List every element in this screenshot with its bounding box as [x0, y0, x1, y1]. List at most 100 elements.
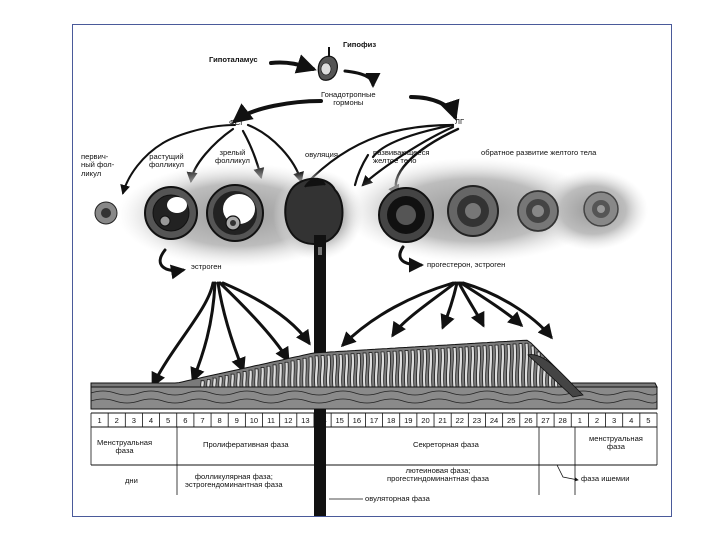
- endometrial-gland: [512, 343, 517, 388]
- day-number: 19: [404, 416, 413, 425]
- endometrial-gland: [338, 354, 343, 388]
- endometrial-gland: [458, 346, 463, 388]
- day-number: 3: [131, 416, 136, 425]
- day-number: 21: [438, 416, 447, 425]
- endometrium: [90, 339, 658, 410]
- day-number: 16: [352, 416, 362, 425]
- endometrial-gland: [356, 353, 361, 388]
- corpus-luteum-stage-2: [447, 185, 499, 237]
- corpus-luteum-stage-3: [517, 190, 559, 232]
- day-number: 27: [541, 416, 550, 425]
- endometrial-gland: [211, 377, 218, 388]
- day-number: 15: [335, 416, 344, 425]
- day-number: 5: [166, 416, 171, 425]
- endometrial-gland: [320, 355, 325, 388]
- growing-follicle-label: растущий фолликул: [149, 152, 184, 170]
- endometrial-gland: [332, 354, 337, 388]
- lh-label: ЛГ: [455, 117, 465, 126]
- primary-follicle-label: первич- ный фол- ликул: [81, 152, 115, 178]
- day-number: 1: [97, 416, 102, 425]
- endometrial-gland: [434, 348, 439, 388]
- luteal-phase-label: лютеиновая фаза; прогестиндоминантная фа…: [387, 466, 490, 484]
- endometrial-gland: [254, 368, 259, 388]
- endometrial-gland: [452, 347, 457, 388]
- day-number: 8: [217, 416, 222, 425]
- endometrial-gland: [482, 345, 487, 388]
- day-number: 2: [114, 416, 119, 425]
- endometrial-gland: [314, 355, 319, 388]
- estrogen-label: эстроген: [191, 262, 222, 271]
- follicular-phase-label: фолликулярная фаза; эстрогендоминантная …: [185, 472, 283, 490]
- day-number: 9: [234, 416, 239, 425]
- endometrial-gland: [392, 350, 397, 388]
- day-number: 18: [386, 416, 396, 425]
- day-number: 12: [284, 416, 293, 425]
- day-number: 13: [301, 416, 310, 425]
- endometrial-gland: [500, 344, 505, 388]
- menstrual-phase-right-label: менструальная фаза: [589, 434, 643, 452]
- endometrial-gland: [518, 343, 523, 388]
- ovulating-follicle: [284, 177, 344, 245]
- day-number: 4: [148, 416, 154, 425]
- ischemia-phase-label: фаза ишемии: [581, 474, 630, 483]
- gonadotropins-label: Гонадотропные гормоны: [321, 90, 376, 108]
- endometrial-gland: [506, 344, 511, 388]
- day-number: 3: [611, 416, 617, 425]
- endometrial-gland: [380, 351, 385, 388]
- endometrial-gland: [404, 350, 409, 388]
- mature-follicle: [206, 184, 264, 242]
- endometrial-gland: [260, 367, 265, 388]
- diagram-frame: Гипоталамус Гипофиз Гонадотропные гормон…: [72, 24, 672, 517]
- endometrial-gland: [350, 353, 355, 388]
- endometrial-gland: [308, 356, 313, 388]
- endometrial-gland: [224, 375, 229, 388]
- endometrial-gland: [344, 353, 349, 388]
- endometrial-gland: [230, 373, 235, 388]
- day-number: 2: [594, 416, 600, 425]
- secretory-phase-label: Секреторная фаза: [413, 440, 479, 449]
- endometrial-gland: [326, 354, 331, 388]
- endometrial-gland: [284, 361, 289, 388]
- endometrial-gland: [476, 345, 481, 388]
- endometrial-gland: [248, 369, 253, 388]
- endometrial-gland: [422, 349, 427, 388]
- endometrial-gland: [386, 351, 391, 388]
- day-number: 14: [318, 416, 327, 425]
- endometrial-gland: [302, 357, 307, 388]
- day-number: 11: [267, 416, 276, 425]
- day-number: 4: [629, 416, 634, 425]
- endometrial-gland: [398, 350, 403, 388]
- primary-follicle: [94, 201, 118, 225]
- ovulatory-phase-label: овуляторная фаза: [365, 494, 430, 503]
- days-label: дни: [125, 476, 138, 485]
- endometrial-gland: [206, 379, 211, 388]
- day-number: 17: [369, 416, 379, 425]
- endometrial-gland: [266, 365, 271, 388]
- progesterone-estrogen-label: прогестерон, эстроген: [427, 260, 506, 269]
- day-number: 28: [558, 416, 567, 425]
- day-number: 20: [421, 416, 430, 425]
- endometrial-gland: [200, 380, 205, 388]
- endometrial-gland: [494, 344, 499, 388]
- pituitary-icon: [317, 47, 338, 81]
- developing-corpus-luteum-label: развивающееся желтое тело: [373, 148, 430, 166]
- endometrial-gland: [530, 345, 535, 388]
- endometrial-gland: [368, 352, 373, 388]
- day-scale: [90, 412, 658, 500]
- day-number: 24: [489, 416, 499, 425]
- endometrial-gland: [242, 371, 247, 388]
- corpus-luteum-regression-label: обратное развитие желтого тела: [481, 148, 597, 157]
- endometrial-gland: [236, 372, 241, 388]
- day-number: 22: [455, 416, 464, 425]
- endometrial-gland: [296, 359, 301, 388]
- endometrial-gland: [416, 349, 421, 388]
- growing-follicle: [144, 186, 198, 240]
- endometrial-gland: [446, 347, 451, 388]
- endometrial-gland: [470, 346, 475, 388]
- endometrial-gland: [272, 364, 277, 388]
- day-number: 1: [577, 416, 582, 425]
- day-number: 25: [506, 416, 516, 425]
- endometrial-gland: [428, 348, 433, 388]
- ovulation-label: овуляция: [305, 150, 338, 159]
- endometrial-gland: [488, 345, 493, 388]
